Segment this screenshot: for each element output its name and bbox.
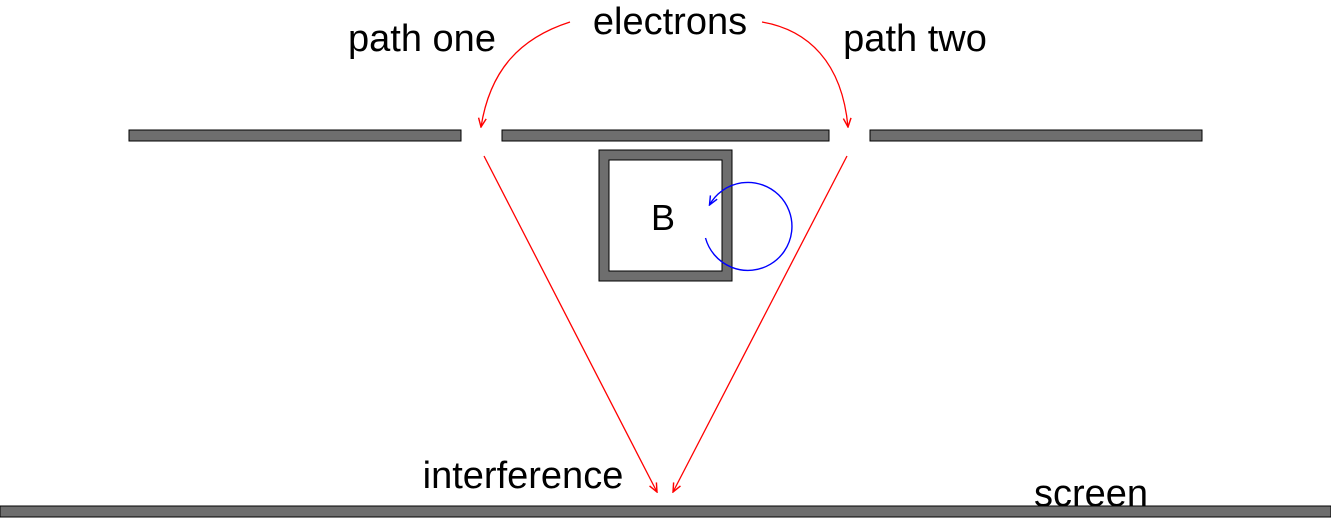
screen-label: screen (1034, 473, 1148, 515)
magnetic-field-label: B (651, 197, 675, 238)
detection-screen (0, 505, 1331, 518)
barrier-right-segment (869, 129, 1203, 142)
electrons-label: electrons (593, 1, 747, 43)
path-two-label: path two (843, 18, 987, 60)
interference-label: interference (423, 455, 624, 497)
path-one-label: path one (348, 18, 496, 60)
solenoid: B (598, 149, 793, 282)
barrier-middle-segment (501, 129, 830, 142)
barrier-left-segment (128, 129, 462, 142)
electron-path-one-arc (481, 21, 571, 127)
electron-path-one-ray (483, 155, 657, 492)
electron-path-two-arc (761, 21, 848, 127)
solenoid-interior (608, 159, 723, 272)
electron-path-two-ray (673, 155, 848, 492)
magnetic-field-circulation-arrow (704, 181, 793, 272)
